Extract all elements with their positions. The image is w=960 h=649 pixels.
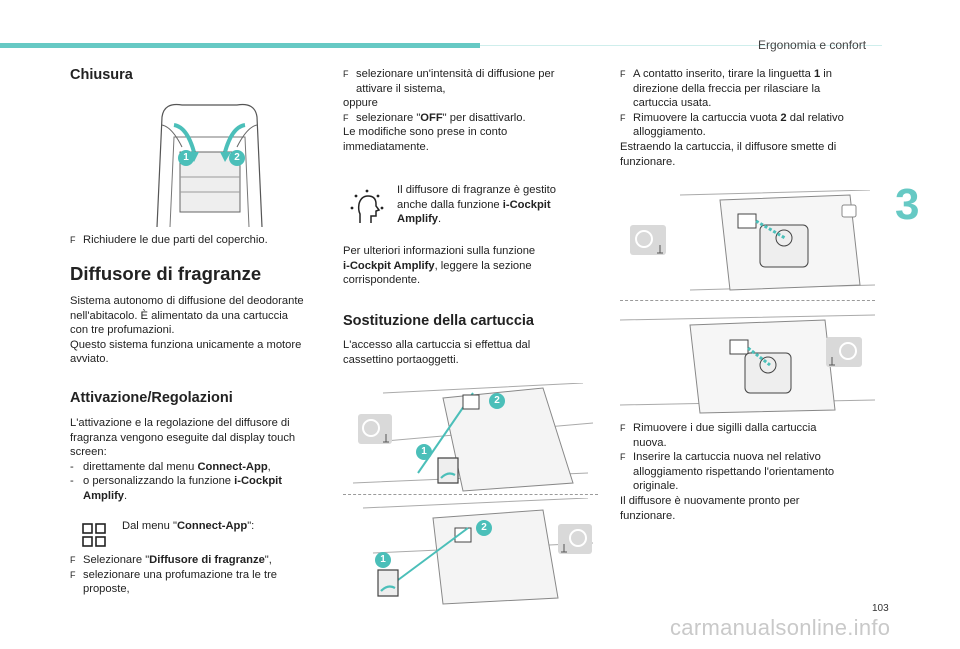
- intro-paragraph: Sistema autonomo di diffusione del deodo…: [70, 295, 304, 366]
- removal-steps: A contatto inserito, tirare la linguetta…: [620, 67, 882, 169]
- activation-steps-cont: selezionare un'intensità di diffusione p…: [343, 67, 593, 155]
- page-number: 103: [872, 603, 889, 614]
- watermark: carmanualsonline.info: [670, 615, 891, 640]
- chapter-number: 3: [895, 180, 920, 229]
- cartridge-slot-illustration: [620, 314, 875, 414]
- header-accent-bar: [0, 43, 480, 48]
- heading-sostituzione: Sostituzione della cartuccia: [343, 313, 534, 329]
- callout-1-glovebox: 1: [416, 444, 432, 460]
- menu-note: Dal menu "Connect-App":: [122, 520, 255, 532]
- callout-2-glovebox-b: 2: [476, 520, 492, 536]
- option-i-cockpit: o personalizzando la funzione i-CockpitA…: [70, 474, 332, 503]
- callout-1-glovebox-b: 1: [375, 552, 391, 568]
- option-connect-app: direttamente dal menu Connect-App,: [70, 460, 332, 475]
- callout-1: 1: [178, 150, 194, 166]
- access-paragraph: L'accesso alla cartuccia si effettua dal…: [343, 339, 531, 366]
- steering-wheel-icon: [358, 414, 392, 444]
- heading-chiusura: Chiusura: [70, 67, 133, 83]
- callout-2-glovebox: 2: [489, 393, 505, 409]
- install-steps: Rimuovere i due sigilli dalla cartuccian…: [620, 421, 882, 523]
- amplify-note: Il diffusore di fragranze è gestito anch…: [397, 184, 556, 226]
- heading-diffusore: Diffusore di fragranze: [70, 263, 262, 284]
- callout-2: 2: [229, 150, 245, 166]
- info-paragraph: Per ulteriori informazioni sulla funzion…: [343, 245, 536, 287]
- chiusura-step: Richiudere le due parti del coperchio.: [70, 233, 330, 248]
- cartridge-removal-illustration: [679, 190, 875, 291]
- glovebox-illustration-top: [352, 383, 594, 492]
- steering-wheel-icon: [826, 337, 862, 367]
- selection-steps: Selezionare "Diffusore di fragranze", se…: [70, 553, 332, 597]
- header-rule: [480, 45, 882, 46]
- figure-divider: [343, 494, 598, 495]
- i-cockpit-amplify-icon: [350, 189, 384, 223]
- figure-divider: [620, 300, 875, 301]
- section-title: Ergonomia e confort: [758, 38, 867, 52]
- steering-wheel-icon: [558, 524, 592, 554]
- console-lid-illustration: [152, 97, 267, 227]
- heading-attivazione: Attivazione/Regolazioni: [70, 390, 233, 406]
- glovebox-illustration-bottom: [362, 498, 594, 605]
- steering-wheel-icon: [630, 225, 666, 255]
- menu-grid-icon: [82, 523, 106, 547]
- attivazione-paragraph: L'attivazione e la regolazione del diffu…: [70, 416, 332, 504]
